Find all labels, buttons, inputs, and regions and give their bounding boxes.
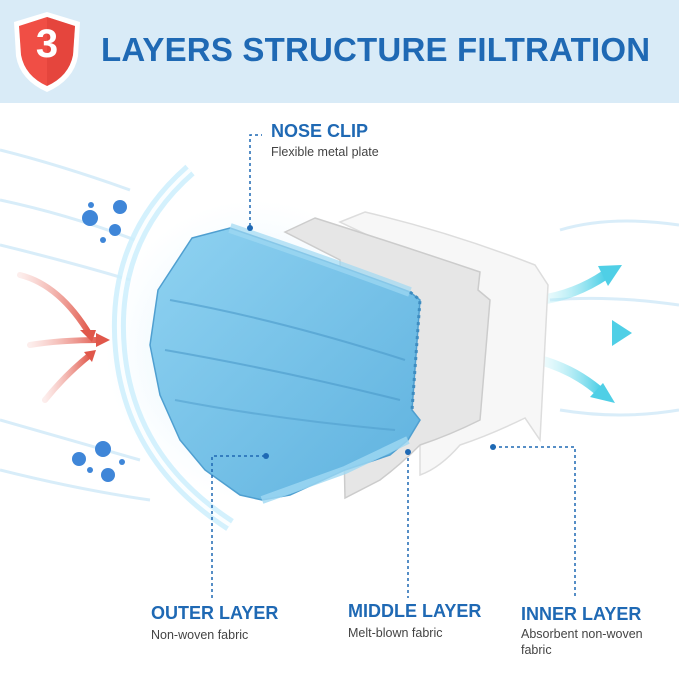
badge-number: 3 <box>35 22 59 66</box>
header-banner <box>0 0 679 103</box>
nose-clip-description: Flexible metal plate <box>271 145 379 159</box>
middle-layer-label: MIDDLE LAYER <box>348 601 482 621</box>
outer-layer-description: Non-woven fabric <box>151 628 249 642</box>
outgoing-air-arrows <box>535 270 620 397</box>
callout-lines <box>211 134 576 598</box>
page-title: LAYERS STRUCTURE FILTRATION <box>101 31 651 68</box>
inner-layer-description: Absorbent non-woven fabric <box>521 627 643 657</box>
nose-clip-label: NOSE CLIP <box>271 121 369 141</box>
particle-bubbles-top <box>82 200 127 243</box>
middle-layer-description: Melt-blown fabric <box>348 626 443 640</box>
inner-layer-label: INNER LAYER <box>521 604 642 624</box>
particle-bubbles-bottom <box>72 441 125 482</box>
incoming-air-arrows <box>17 272 103 403</box>
airflow-streaks <box>0 148 679 502</box>
outer-layer-label: OUTER LAYER <box>151 603 279 623</box>
shield-icon <box>14 12 80 92</box>
outer-layer-shape <box>149 223 422 504</box>
